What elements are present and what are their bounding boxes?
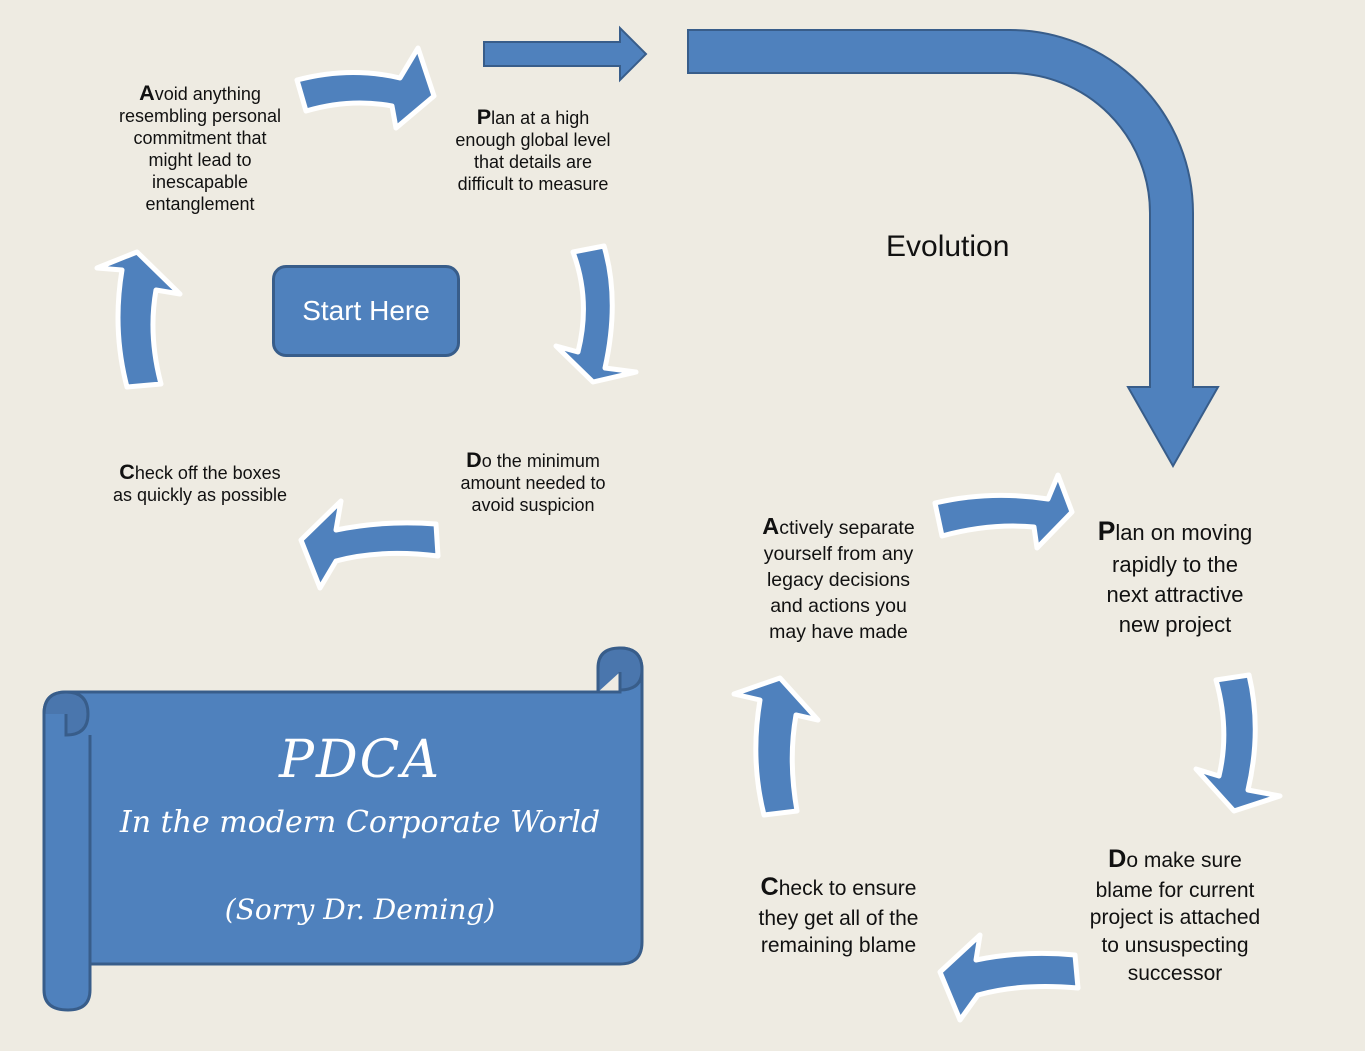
left-do-body: o the minimum amount needed to avoid sus…: [460, 451, 606, 516]
left-act-initial: A: [139, 80, 155, 105]
right-plan-initial: P: [1097, 516, 1116, 546]
left-act-body: void anything resembling personal commit…: [118, 84, 282, 215]
right-check-initial: C: [760, 873, 779, 901]
start-here-button[interactable]: Start Here: [272, 265, 460, 357]
curved-arrow-act-to-plan: [294, 45, 437, 131]
right-do-initial: D: [1108, 845, 1127, 873]
right-act-text: Actively separate yourself from any lega…: [736, 511, 941, 646]
curved-arrow-right-plan-to-do: [1193, 672, 1283, 814]
right-act-body: ctively separate yourself from any legac…: [763, 517, 915, 643]
left-act-text: Avoid anything resembling personal commi…: [100, 80, 300, 216]
left-check-text: Check off the boxes as quickly as possib…: [90, 459, 310, 507]
scroll-title: PDCA: [278, 730, 442, 790]
scroll-subtitle: In the modern Corporate World: [119, 805, 601, 840]
left-do-text: Do the minimum amount needed to avoid su…: [433, 447, 633, 517]
curved-arrow-right-check-to-act: [731, 675, 821, 818]
right-act-initial: A: [762, 513, 780, 539]
curved-arrow-plan-to-do: [553, 243, 639, 385]
right-plan-text: Plan on moving rapidly to the next attra…: [1070, 514, 1280, 640]
right-check-body: heck to ensure they get all of the remai…: [758, 877, 919, 958]
left-plan-initial: P: [476, 104, 492, 129]
curved-arrow-right-act-to-plan: [932, 472, 1075, 551]
left-check-initial: C: [119, 459, 135, 484]
scroll-note: (Sorry Dr. Deming): [224, 893, 496, 926]
curved-arrow-check-to-act: [94, 249, 183, 390]
curved-arrow-right-do-to-check: [937, 932, 1081, 1023]
curved-arrow-do-to-check: [298, 498, 441, 591]
right-plan-body: lan on moving rapidly to the next attrac…: [1106, 520, 1253, 637]
left-plan-body: lan at a high enough global level that d…: [455, 108, 611, 195]
scroll-banner: [42, 646, 644, 1012]
straight-right-arrow: [483, 25, 648, 83]
left-plan-text: Plan at a high enough global level that …: [433, 104, 633, 196]
left-do-initial: D: [466, 447, 482, 472]
left-check-body: heck off the boxes as quickly as possibl…: [112, 463, 288, 506]
right-do-body: o make sure blame for current project is…: [1089, 849, 1261, 986]
evolution-bent-arrow: [687, 29, 1220, 469]
right-do-text: Do make sure blame for current project i…: [1070, 843, 1280, 988]
right-check-text: Check to ensure they get all of the rema…: [736, 871, 941, 960]
evolution-label: Evolution: [886, 230, 1010, 263]
